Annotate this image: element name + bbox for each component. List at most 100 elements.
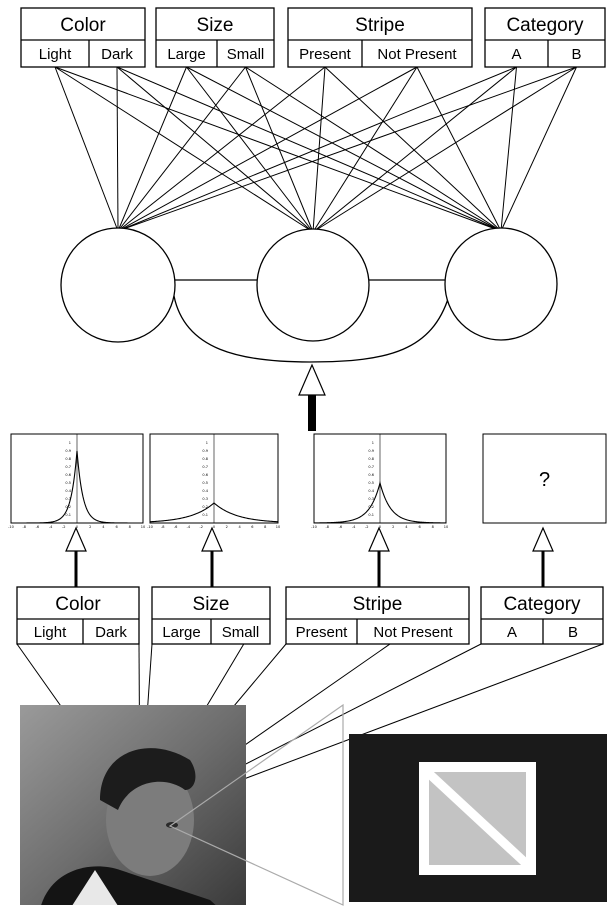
feature-title: Category: [506, 15, 584, 36]
plot-x-tick: 0: [379, 525, 381, 529]
plot-x-tick: 8: [432, 525, 434, 529]
plot-x-tick: 2: [392, 525, 394, 529]
connection-line: [54, 66, 314, 233]
plot-x-tick: 8: [129, 525, 131, 529]
connection-line: [117, 66, 326, 232]
unknown-plot-label: ?: [539, 469, 550, 491]
plot-x-tick: 6: [251, 525, 253, 529]
photo-person: [41, 748, 216, 905]
small-arrow-3: [532, 526, 554, 587]
small-arrow-0: [65, 526, 87, 587]
upward-arrow: [298, 363, 326, 431]
plot-x-tick: 4: [102, 525, 105, 529]
small-arrow-1: [201, 526, 223, 587]
connection-line: [312, 66, 418, 233]
feature-option: Dark: [101, 46, 133, 63]
plot-curve: [314, 480, 446, 524]
plot-x-tick: -8: [325, 525, 329, 529]
plot-y-tick: 0.3: [202, 497, 208, 501]
feature-box-frame: [480, 586, 604, 645]
network-nodes: [60, 227, 558, 363]
plot-y-tick: 1: [69, 441, 71, 445]
plot-y-tick: 0.1: [368, 513, 374, 517]
feature-option: A: [507, 624, 517, 641]
feature-option: Large: [162, 624, 200, 641]
feature-title: Category: [503, 594, 581, 615]
plot-x-tick: -2: [365, 525, 369, 529]
plot-x-tick: 4: [238, 525, 241, 529]
feature-box-frame: [484, 7, 606, 68]
connection-line: [312, 66, 326, 233]
plot-x-tick: -6: [36, 525, 40, 529]
plot-y-tick: 0.5: [65, 481, 71, 485]
feature-option: Light: [39, 46, 72, 63]
small-arrow-head: [532, 526, 554, 552]
feature-title: Color: [55, 594, 101, 615]
small-arrow-head: [65, 526, 87, 552]
plot-x-tick: -2: [199, 525, 203, 529]
plot-y-tick: 0.9: [65, 449, 71, 453]
plot-x-tick: -10: [8, 525, 14, 529]
plot-x-tick: 10: [141, 525, 145, 529]
feature-option: Light: [34, 624, 67, 641]
feature-option: Small: [227, 46, 265, 63]
small-arrow-head: [201, 526, 223, 552]
plot-x-tick: 0: [213, 525, 215, 529]
plot-y-tick: 0.9: [202, 449, 208, 453]
plot-y-tick: 0.6: [65, 473, 71, 477]
connection-line: [54, 66, 119, 232]
feature-option: Present: [299, 46, 352, 63]
connection-line: [186, 66, 314, 233]
shirt-shape: [72, 870, 118, 905]
feature-option: B: [568, 624, 578, 641]
plot-y-tick: 0.4: [65, 489, 71, 493]
connection-line: [186, 66, 502, 232]
plot-y-tick: 1: [206, 441, 208, 445]
feature-option: B: [571, 46, 581, 63]
arrow-head: [298, 363, 326, 396]
feature-title: Color: [60, 15, 106, 36]
plot-x-tick: 6: [115, 525, 117, 529]
feature-option: Small: [222, 624, 260, 641]
feature-title: Size: [197, 15, 234, 36]
zoom-triangle: [168, 703, 344, 906]
plot-y-tick: 0.6: [368, 473, 374, 477]
connection-line: [416, 66, 502, 232]
feature-title: Size: [193, 594, 230, 615]
connection-line: [117, 66, 246, 232]
connection-line: [117, 66, 187, 232]
plot-y-tick: 0.7: [65, 465, 71, 469]
plot-x-tick: -4: [187, 525, 191, 529]
plot-y-tick: 0.7: [368, 465, 374, 469]
connection-line: [117, 66, 517, 232]
connection-line: [245, 66, 314, 233]
connection-line: [117, 66, 577, 232]
plot-y-tick: 0.8: [368, 457, 374, 461]
connection-line: [324, 66, 502, 232]
plot-x-tick: 6: [418, 525, 420, 529]
plot-curve: [11, 450, 143, 524]
plot-x-tick: -2: [62, 525, 66, 529]
plot-y-tick: 0.2: [202, 505, 208, 509]
plot-y-tick: 0.8: [202, 457, 208, 461]
plot-y-tick: 0.2: [368, 505, 374, 509]
plot-x-tick: 2: [226, 525, 228, 529]
plot-y-tick: 0.3: [65, 497, 71, 501]
network-node-right: [444, 227, 558, 341]
plot-y-tick: 0.4: [202, 489, 208, 493]
plot-x-tick: -8: [161, 525, 165, 529]
plot-y-tick: 0.3: [368, 497, 374, 501]
feature-box-frame: [285, 586, 470, 645]
hair-shape: [100, 748, 196, 810]
plot-x-tick: 10: [276, 525, 280, 529]
connection-line: [312, 66, 577, 233]
plot-y-tick: 1: [372, 441, 374, 445]
plot-x-tick: 2: [89, 525, 91, 529]
